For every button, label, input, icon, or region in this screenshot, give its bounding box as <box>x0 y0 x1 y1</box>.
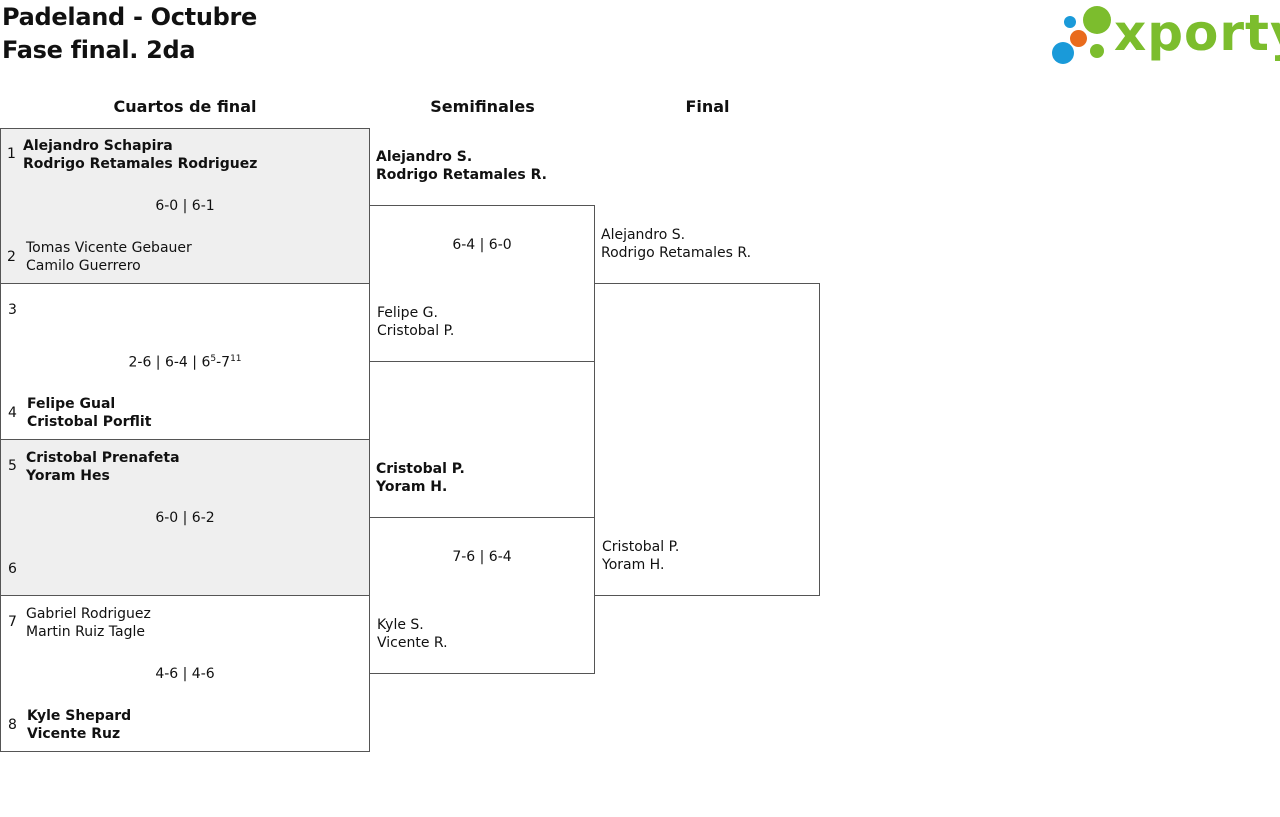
seed-number: 8 <box>8 717 17 733</box>
final-team-top[interactable]: Alejandro S. Rodrigo Retamales R. <box>601 226 751 262</box>
player-name: Yoram H. <box>376 479 448 495</box>
score-main: 2-6 | 6-4 | 6 <box>128 354 211 371</box>
player-name: Vicente Ruz <box>27 726 121 742</box>
match-score: 6-0 | 6-2 <box>155 510 215 526</box>
logo-dot-green-icon <box>1083 6 1111 34</box>
player-name: Cristobal Porflit <box>27 414 152 430</box>
player-name: Cristobal Prenafeta <box>26 450 180 466</box>
player-name: Cristobal P. <box>376 461 465 477</box>
team-bottom[interactable]: Tomas Vicente Gebauer Camilo Guerrero <box>26 239 192 275</box>
round-heading-quarterfinals: Cuartos de final <box>113 97 257 116</box>
seed-number: 2 <box>7 249 16 265</box>
player-name: Rodrigo Retamales Rodriguez <box>23 156 258 172</box>
player-name: Alejandro S. <box>601 227 686 243</box>
player-name: Yoram H. <box>602 557 665 573</box>
seed-number: 4 <box>8 405 17 421</box>
semifinal-1-team-top[interactable]: Alejandro S. Rodrigo Retamales R. <box>376 148 547 184</box>
semifinal-match-1[interactable]: 6-4 | 6-0 Felipe G. Cristobal P. <box>369 205 595 362</box>
player-name: Felipe Gual <box>27 396 116 412</box>
quarterfinal-match-3[interactable]: 5 Cristobal Prenafeta Yoram Hes 6-0 | 6-… <box>0 439 370 596</box>
match-score: 2-6 | 6-4 | 65-711 <box>1 354 369 371</box>
player-name: Camilo Guerrero <box>26 258 141 274</box>
player-name: Rodrigo Retamales R. <box>376 167 547 183</box>
match-score: 6-4 | 6-0 <box>452 237 512 253</box>
player-name: Vicente R. <box>377 635 448 651</box>
quarterfinal-match-4[interactable]: 7 Gabriel Rodriguez Martin Ruiz Tagle 4-… <box>0 595 370 752</box>
score-main: -7 <box>216 354 231 371</box>
seed-number: 3 <box>8 302 17 318</box>
player-name: Alejandro Schapira <box>23 138 173 154</box>
round-heading-final: Final <box>685 97 730 116</box>
player-name: Cristobal P. <box>377 323 455 339</box>
semifinal-2-team-bottom[interactable]: Kyle S. Vicente R. <box>377 616 448 652</box>
player-name: Gabriel Rodriguez <box>26 606 151 622</box>
seed-number: 6 <box>8 561 17 577</box>
semifinal-match-2[interactable]: 7-6 | 6-4 Kyle S. Vicente R. <box>369 517 595 674</box>
tiebreak-score: 11 <box>230 354 242 364</box>
player-name: Tomas Vicente Gebauer <box>26 240 192 256</box>
player-name: Kyle Shepard <box>27 708 132 724</box>
logo-dot-green-small-icon <box>1090 44 1104 58</box>
seed-number: 1 <box>7 146 16 162</box>
logo-dot-blue-icon <box>1052 42 1074 64</box>
player-name: Cristobal P. <box>602 539 680 555</box>
player-name: Alejandro S. <box>376 149 473 165</box>
page-subtitle: Fase final. 2da <box>2 36 196 64</box>
logo-dot-orange-icon <box>1070 30 1087 47</box>
player-name: Felipe G. <box>377 305 438 321</box>
player-name: Martin Ruiz Tagle <box>26 624 145 640</box>
seed-number: 5 <box>8 458 17 474</box>
team-top[interactable]: Alejandro Schapira Rodrigo Retamales Rod… <box>23 137 257 173</box>
player-name: Rodrigo Retamales R. <box>601 245 752 261</box>
xporty-logo[interactable]: xporty <box>1050 4 1280 68</box>
player-name: Yoram Hes <box>26 468 110 484</box>
team-top[interactable]: Gabriel Rodriguez Martin Ruiz Tagle <box>26 605 151 641</box>
match-score: 4-6 | 4-6 <box>155 666 215 682</box>
team-bottom[interactable]: Felipe Gual Cristobal Porflit <box>27 395 151 431</box>
semifinal-1-team-bottom[interactable]: Felipe G. Cristobal P. <box>377 304 454 340</box>
logo-dot-blue-small-icon <box>1064 16 1076 28</box>
match-score: 6-0 | 6-1 <box>155 198 215 214</box>
seed-number: 7 <box>8 614 17 630</box>
final-team-bottom[interactable]: Cristobal P. Yoram H. <box>602 538 679 574</box>
player-name: Kyle S. <box>377 617 424 633</box>
tiebreak-score: 5 <box>210 354 217 364</box>
match-score: 7-6 | 6-4 <box>452 549 512 565</box>
quarterfinal-match-1[interactable]: 1 Alejandro Schapira Rodrigo Retamales R… <box>0 128 370 284</box>
team-top[interactable]: Cristobal Prenafeta Yoram Hes <box>26 449 180 485</box>
semifinal-2-team-top[interactable]: Cristobal P. Yoram H. <box>376 460 465 496</box>
team-bottom[interactable]: Kyle Shepard Vicente Ruz <box>27 707 131 743</box>
page-title: Padeland - Octubre <box>2 3 258 31</box>
logo-text: xporty <box>1114 4 1280 62</box>
round-heading-semifinals: Semifinales <box>430 97 535 116</box>
quarterfinal-match-2[interactable]: 3 2-6 | 6-4 | 65-711 4 Felipe Gual Crist… <box>0 283 370 440</box>
final-match[interactable]: Cristobal P. Yoram H. <box>594 283 820 596</box>
